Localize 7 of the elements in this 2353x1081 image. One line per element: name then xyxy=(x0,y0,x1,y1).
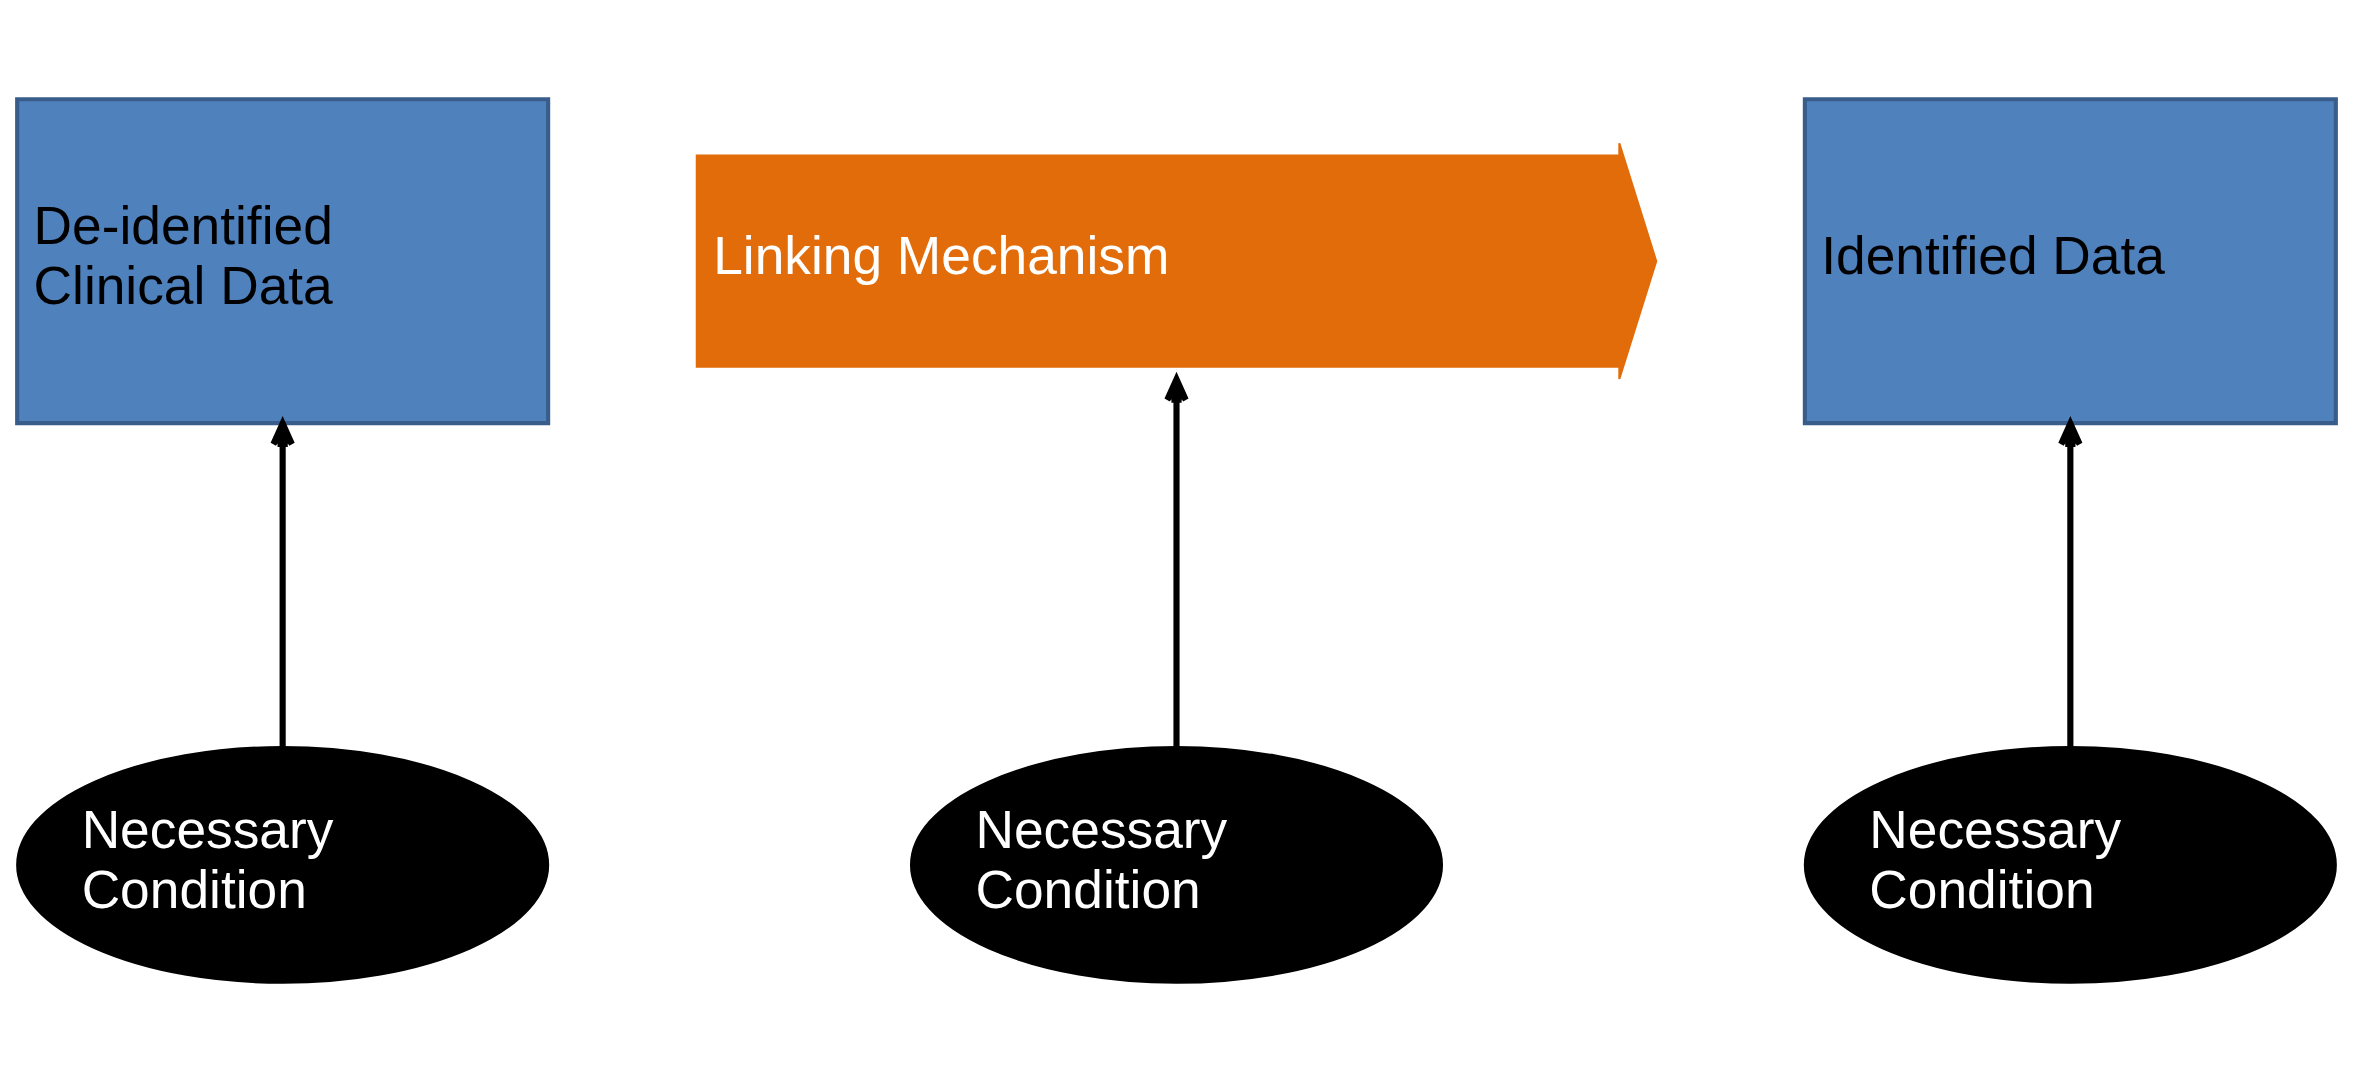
node-ellipse: Necessary Condition xyxy=(16,745,550,984)
arrow xyxy=(270,419,295,747)
node-box: De-identified Clinical Data xyxy=(15,96,551,425)
node-ellipse: Necessary Condition xyxy=(1803,745,2337,984)
arrow xyxy=(2058,419,2083,747)
node-ellipse: Necessary Condition xyxy=(910,745,1443,984)
node-box: Identified Data xyxy=(1802,96,2338,425)
